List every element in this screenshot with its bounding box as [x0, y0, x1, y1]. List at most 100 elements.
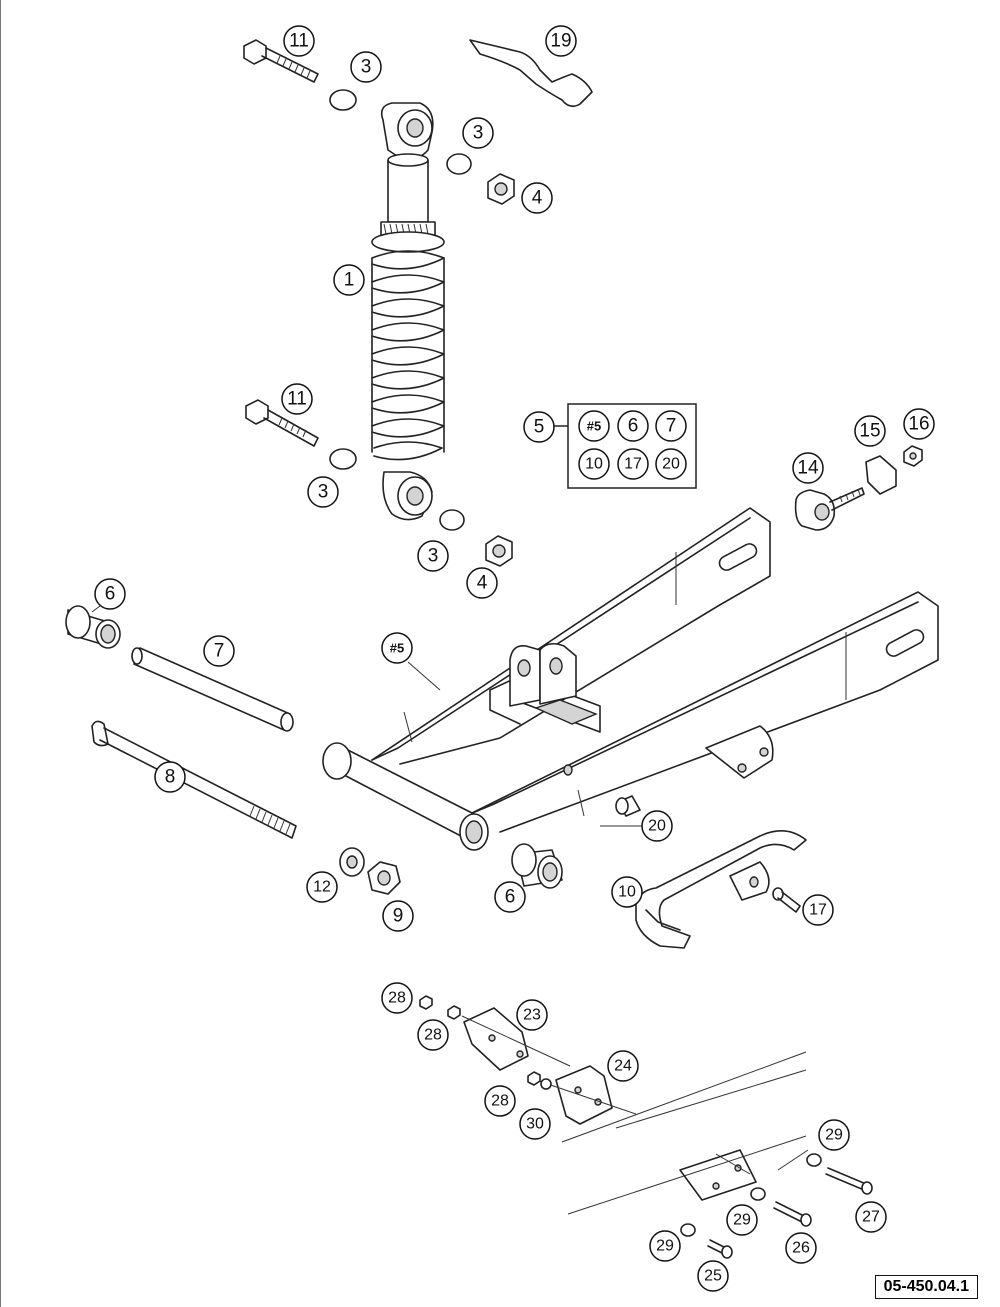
- callout-15: 15: [854, 415, 886, 447]
- callout-10: 10: [611, 876, 643, 908]
- callout-7: 7: [203, 635, 235, 667]
- svg-text:28: 28: [388, 990, 406, 1007]
- bolt-11-top: [243, 39, 319, 83]
- svg-text:3: 3: [473, 123, 484, 144]
- nut-28a: [419, 995, 433, 1010]
- plate-15: [865, 455, 897, 495]
- callout-6: 6: [94, 578, 126, 610]
- callout-3: 3: [462, 117, 494, 149]
- callout-24: 24: [607, 1050, 639, 1082]
- chain-guide-10: [635, 830, 807, 949]
- svg-text:12: 12: [313, 879, 331, 896]
- kit-item-17: 17: [617, 448, 649, 480]
- svg-text:20: 20: [648, 818, 666, 835]
- callout-12: 12: [306, 871, 338, 903]
- callout-11: 11: [283, 25, 315, 57]
- svg-text:6: 6: [505, 887, 516, 908]
- svg-text:3: 3: [361, 57, 372, 78]
- callout-3: 3: [307, 476, 339, 508]
- kit-item-10: 10: [578, 448, 610, 480]
- svg-text:27: 27: [862, 1209, 880, 1226]
- svg-text:6: 6: [105, 584, 116, 605]
- callout-26: 26: [785, 1232, 817, 1264]
- washer-30: [540, 1078, 552, 1090]
- callout-1: 1: [333, 264, 365, 296]
- svg-text:#5: #5: [390, 641, 404, 656]
- svg-text:19: 19: [550, 31, 571, 52]
- kit-item-7: 7: [655, 410, 687, 442]
- washer-29c: [680, 1223, 696, 1237]
- callout-hash-5: #5: [381, 632, 413, 664]
- callout-14: 14: [792, 452, 824, 484]
- svg-text:20: 20: [662, 456, 680, 473]
- callout-bubbles: 11 3 19 3 4 1 11 3 3 4 5 #5 6 7 10 17 20…: [94, 25, 935, 1292]
- svg-text:25: 25: [704, 1268, 722, 1285]
- callout-28: 28: [381, 982, 413, 1014]
- callout-6: 6: [494, 881, 526, 913]
- callout-29: 29: [818, 1119, 850, 1151]
- callout-28: 28: [417, 1019, 449, 1051]
- svg-text:6: 6: [628, 416, 639, 437]
- svg-text:3: 3: [318, 482, 329, 503]
- bolt-11-bottom: [245, 399, 319, 447]
- callout-4: 4: [521, 182, 553, 214]
- svg-text:7: 7: [666, 416, 677, 437]
- washer-3c: [329, 448, 357, 470]
- svg-text:10: 10: [585, 456, 603, 473]
- callout-28: 28: [484, 1085, 516, 1117]
- svg-text:28: 28: [424, 1027, 442, 1044]
- svg-text:8: 8: [165, 767, 176, 788]
- washer-29a: [806, 1153, 822, 1167]
- chain-adjuster-14: [794, 487, 865, 531]
- callout-5: 5: [523, 411, 555, 443]
- bolt-27: [825, 1167, 873, 1195]
- svg-text:5: 5: [534, 417, 545, 438]
- kit-item-20: 20: [655, 448, 687, 480]
- bushing-6-right: [511, 843, 563, 889]
- callout-23: 23: [516, 999, 548, 1031]
- leader-lines: [91, 605, 809, 1175]
- svg-text:29: 29: [825, 1127, 843, 1144]
- svg-text:26: 26: [792, 1240, 810, 1257]
- svg-text:23: 23: [523, 1007, 541, 1024]
- svg-text:17: 17: [809, 902, 827, 919]
- svg-text:7: 7: [214, 641, 225, 662]
- bracket-19: [469, 39, 593, 108]
- callout-11: 11: [281, 383, 313, 415]
- bracket-24: [555, 1065, 613, 1125]
- svg-text:1: 1: [344, 270, 355, 291]
- bushing-20: [615, 795, 641, 817]
- nut-9: [367, 861, 401, 895]
- svg-text:#5: #5: [587, 419, 601, 434]
- svg-text:3: 3: [428, 546, 439, 567]
- swingarm-frame: [322, 507, 939, 851]
- kit-item-5: #5: [578, 410, 610, 442]
- callout-29: 29: [649, 1230, 681, 1262]
- callout-25: 25: [697, 1260, 729, 1292]
- svg-text:11: 11: [287, 389, 307, 410]
- nut-28c: [527, 1071, 541, 1086]
- washer-3d: [439, 509, 465, 531]
- page-left-border: [0, 0, 1, 1307]
- svg-text:29: 29: [733, 1212, 751, 1229]
- svg-text:29: 29: [656, 1238, 674, 1255]
- kit-item-6: 6: [617, 410, 649, 442]
- callout-20: 20: [641, 810, 673, 842]
- axle-8: [91, 720, 297, 839]
- spring-coils: [371, 250, 445, 461]
- screw-17: [772, 887, 801, 913]
- svg-text:17: 17: [624, 456, 642, 473]
- svg-text:9: 9: [393, 906, 404, 927]
- bracket-23: [463, 1007, 529, 1071]
- bolt-line-23: [461, 1015, 571, 1067]
- callout-3: 3: [350, 51, 382, 83]
- callout-27: 27: [855, 1201, 887, 1233]
- sleeve-7: [131, 647, 294, 732]
- svg-text:10: 10: [618, 884, 636, 901]
- bolt-25: [707, 1239, 733, 1259]
- shock-absorber: [371, 102, 445, 521]
- callout-19: 19: [545, 25, 577, 57]
- callout-17: 17: [802, 894, 834, 926]
- washer-3b: [446, 153, 472, 175]
